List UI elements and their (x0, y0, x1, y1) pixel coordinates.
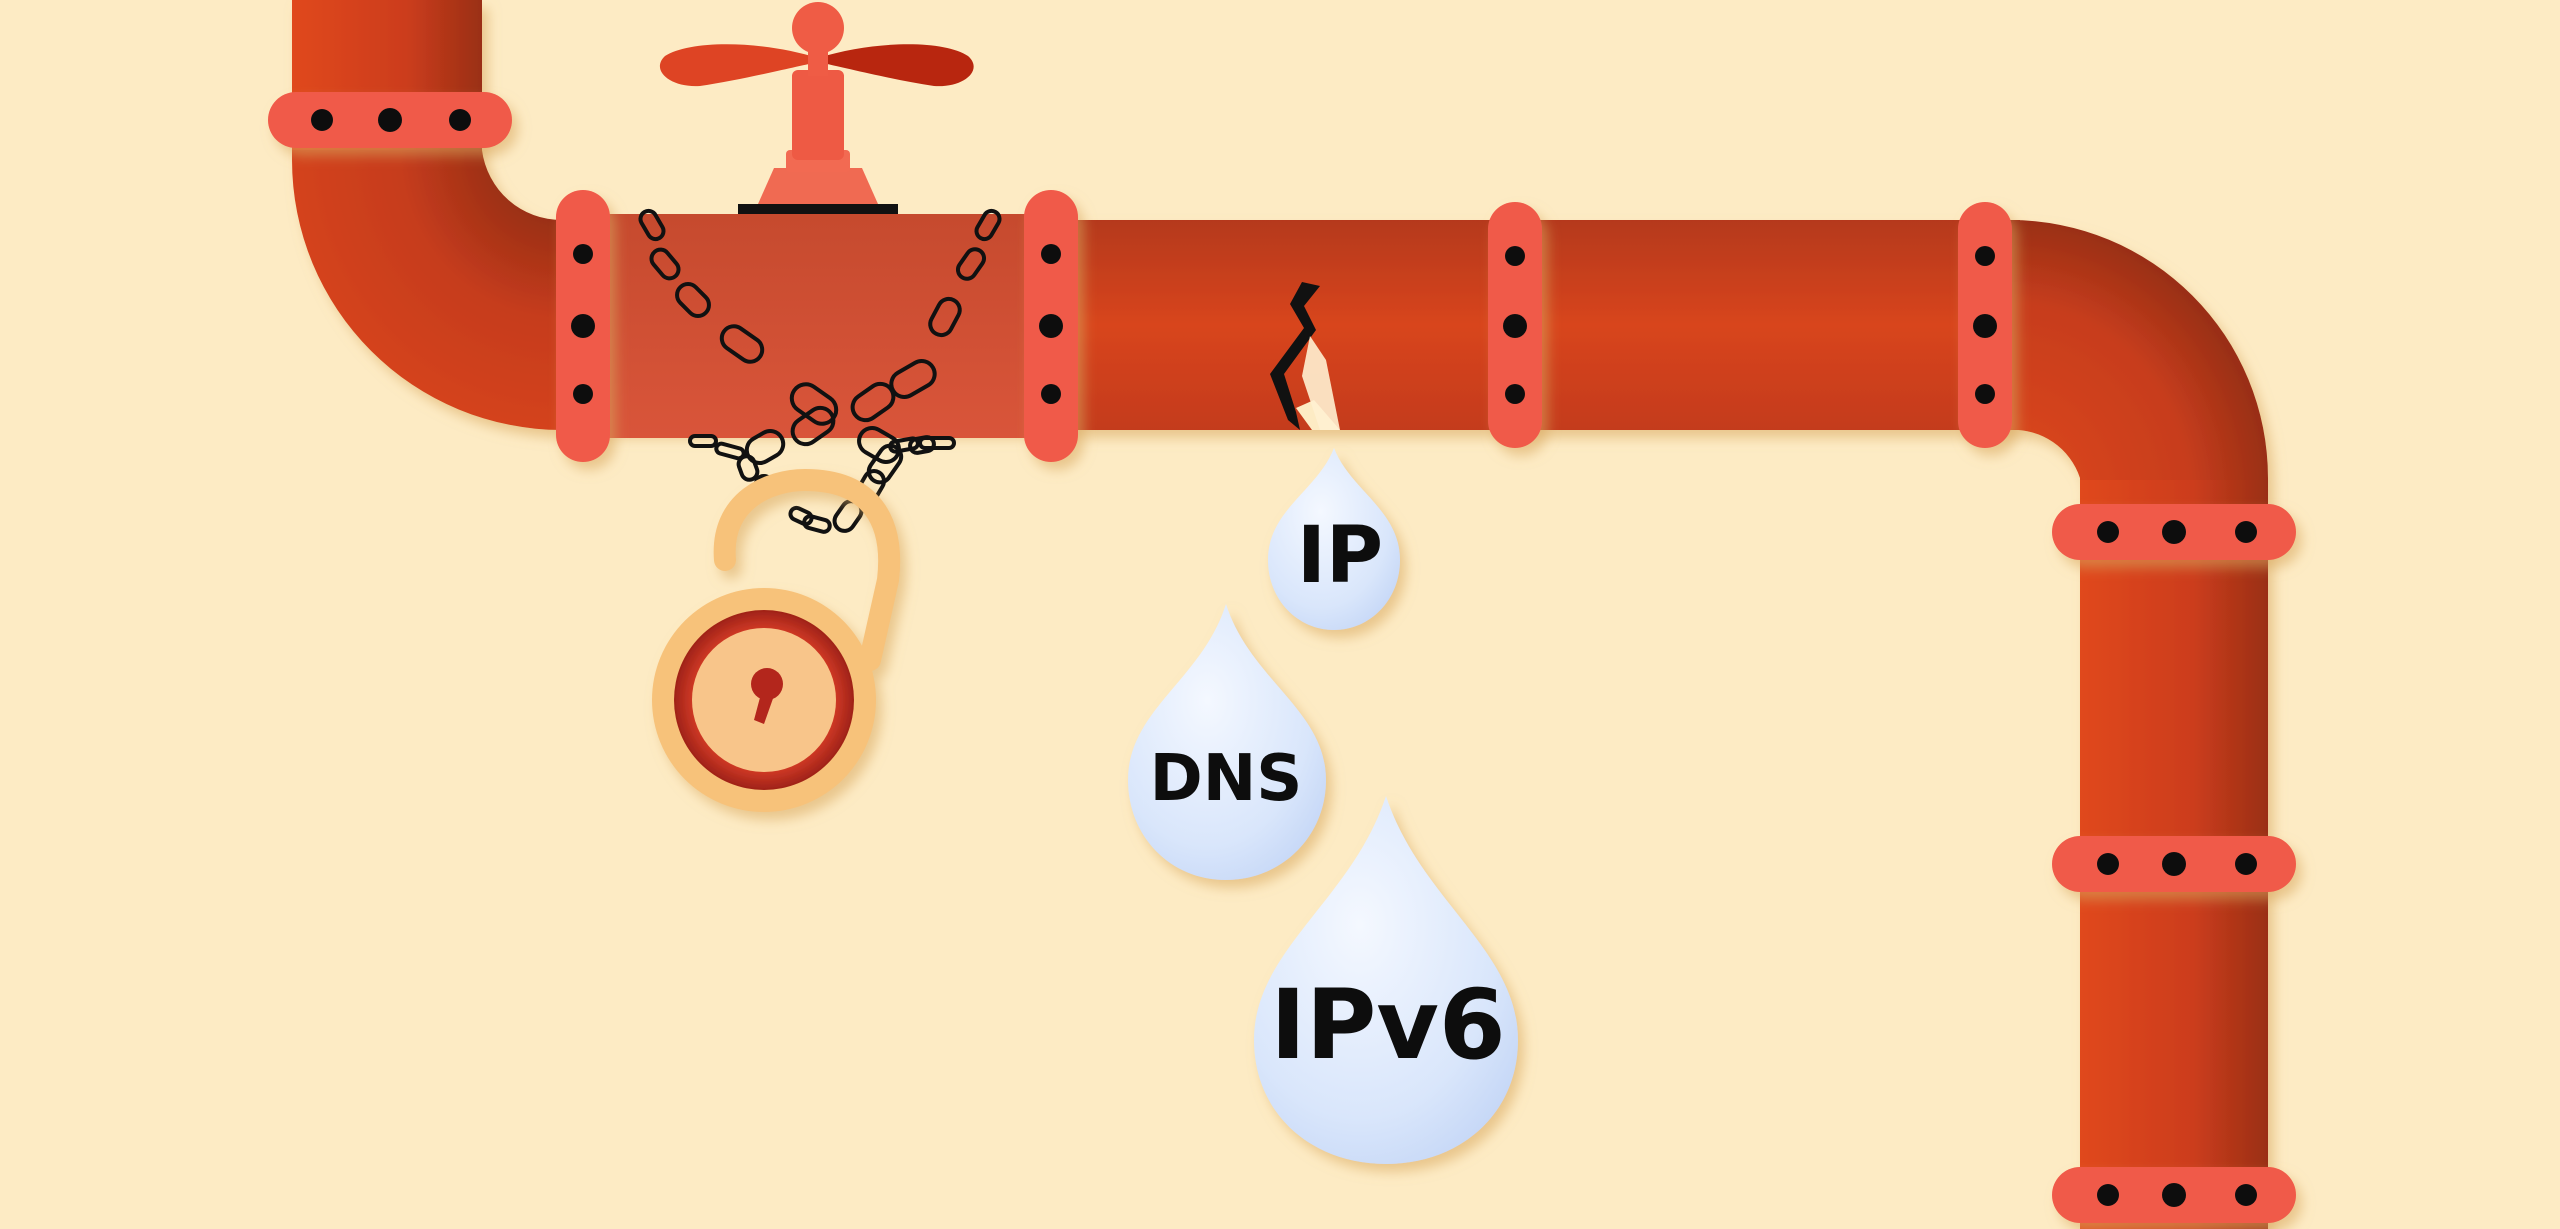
flanges (268, 92, 2296, 1223)
flange-left-lock (556, 190, 610, 462)
water-drop-icon (1128, 604, 1326, 880)
padlock-open-icon (652, 468, 901, 812)
drop-ipv6: IPv6 (1254, 796, 1518, 1164)
crack-icon (1270, 282, 1340, 430)
drop-label-dns: DNS (1150, 742, 1303, 816)
valve-icon (659, 2, 974, 214)
drop-label-ip: IP (1297, 511, 1383, 601)
water-drop-icon (1254, 796, 1518, 1164)
water-drop-icon (1268, 448, 1400, 630)
drop-dns: DNS (1128, 604, 1326, 880)
water-drops: IP DNS IPv6 (1128, 448, 1518, 1164)
flange-right-lock (1024, 190, 1078, 462)
flange-top-left (268, 92, 512, 148)
flange-vertical-1 (2052, 504, 2296, 560)
flange-right (1958, 202, 2012, 448)
drop-ip: IP (1268, 448, 1400, 630)
flange-vertical-2 (2052, 836, 2296, 892)
flange-middle (1488, 202, 1542, 448)
drop-label-ipv6: IPv6 (1270, 969, 1505, 1081)
flange-vertical-3 (2052, 1167, 2296, 1223)
